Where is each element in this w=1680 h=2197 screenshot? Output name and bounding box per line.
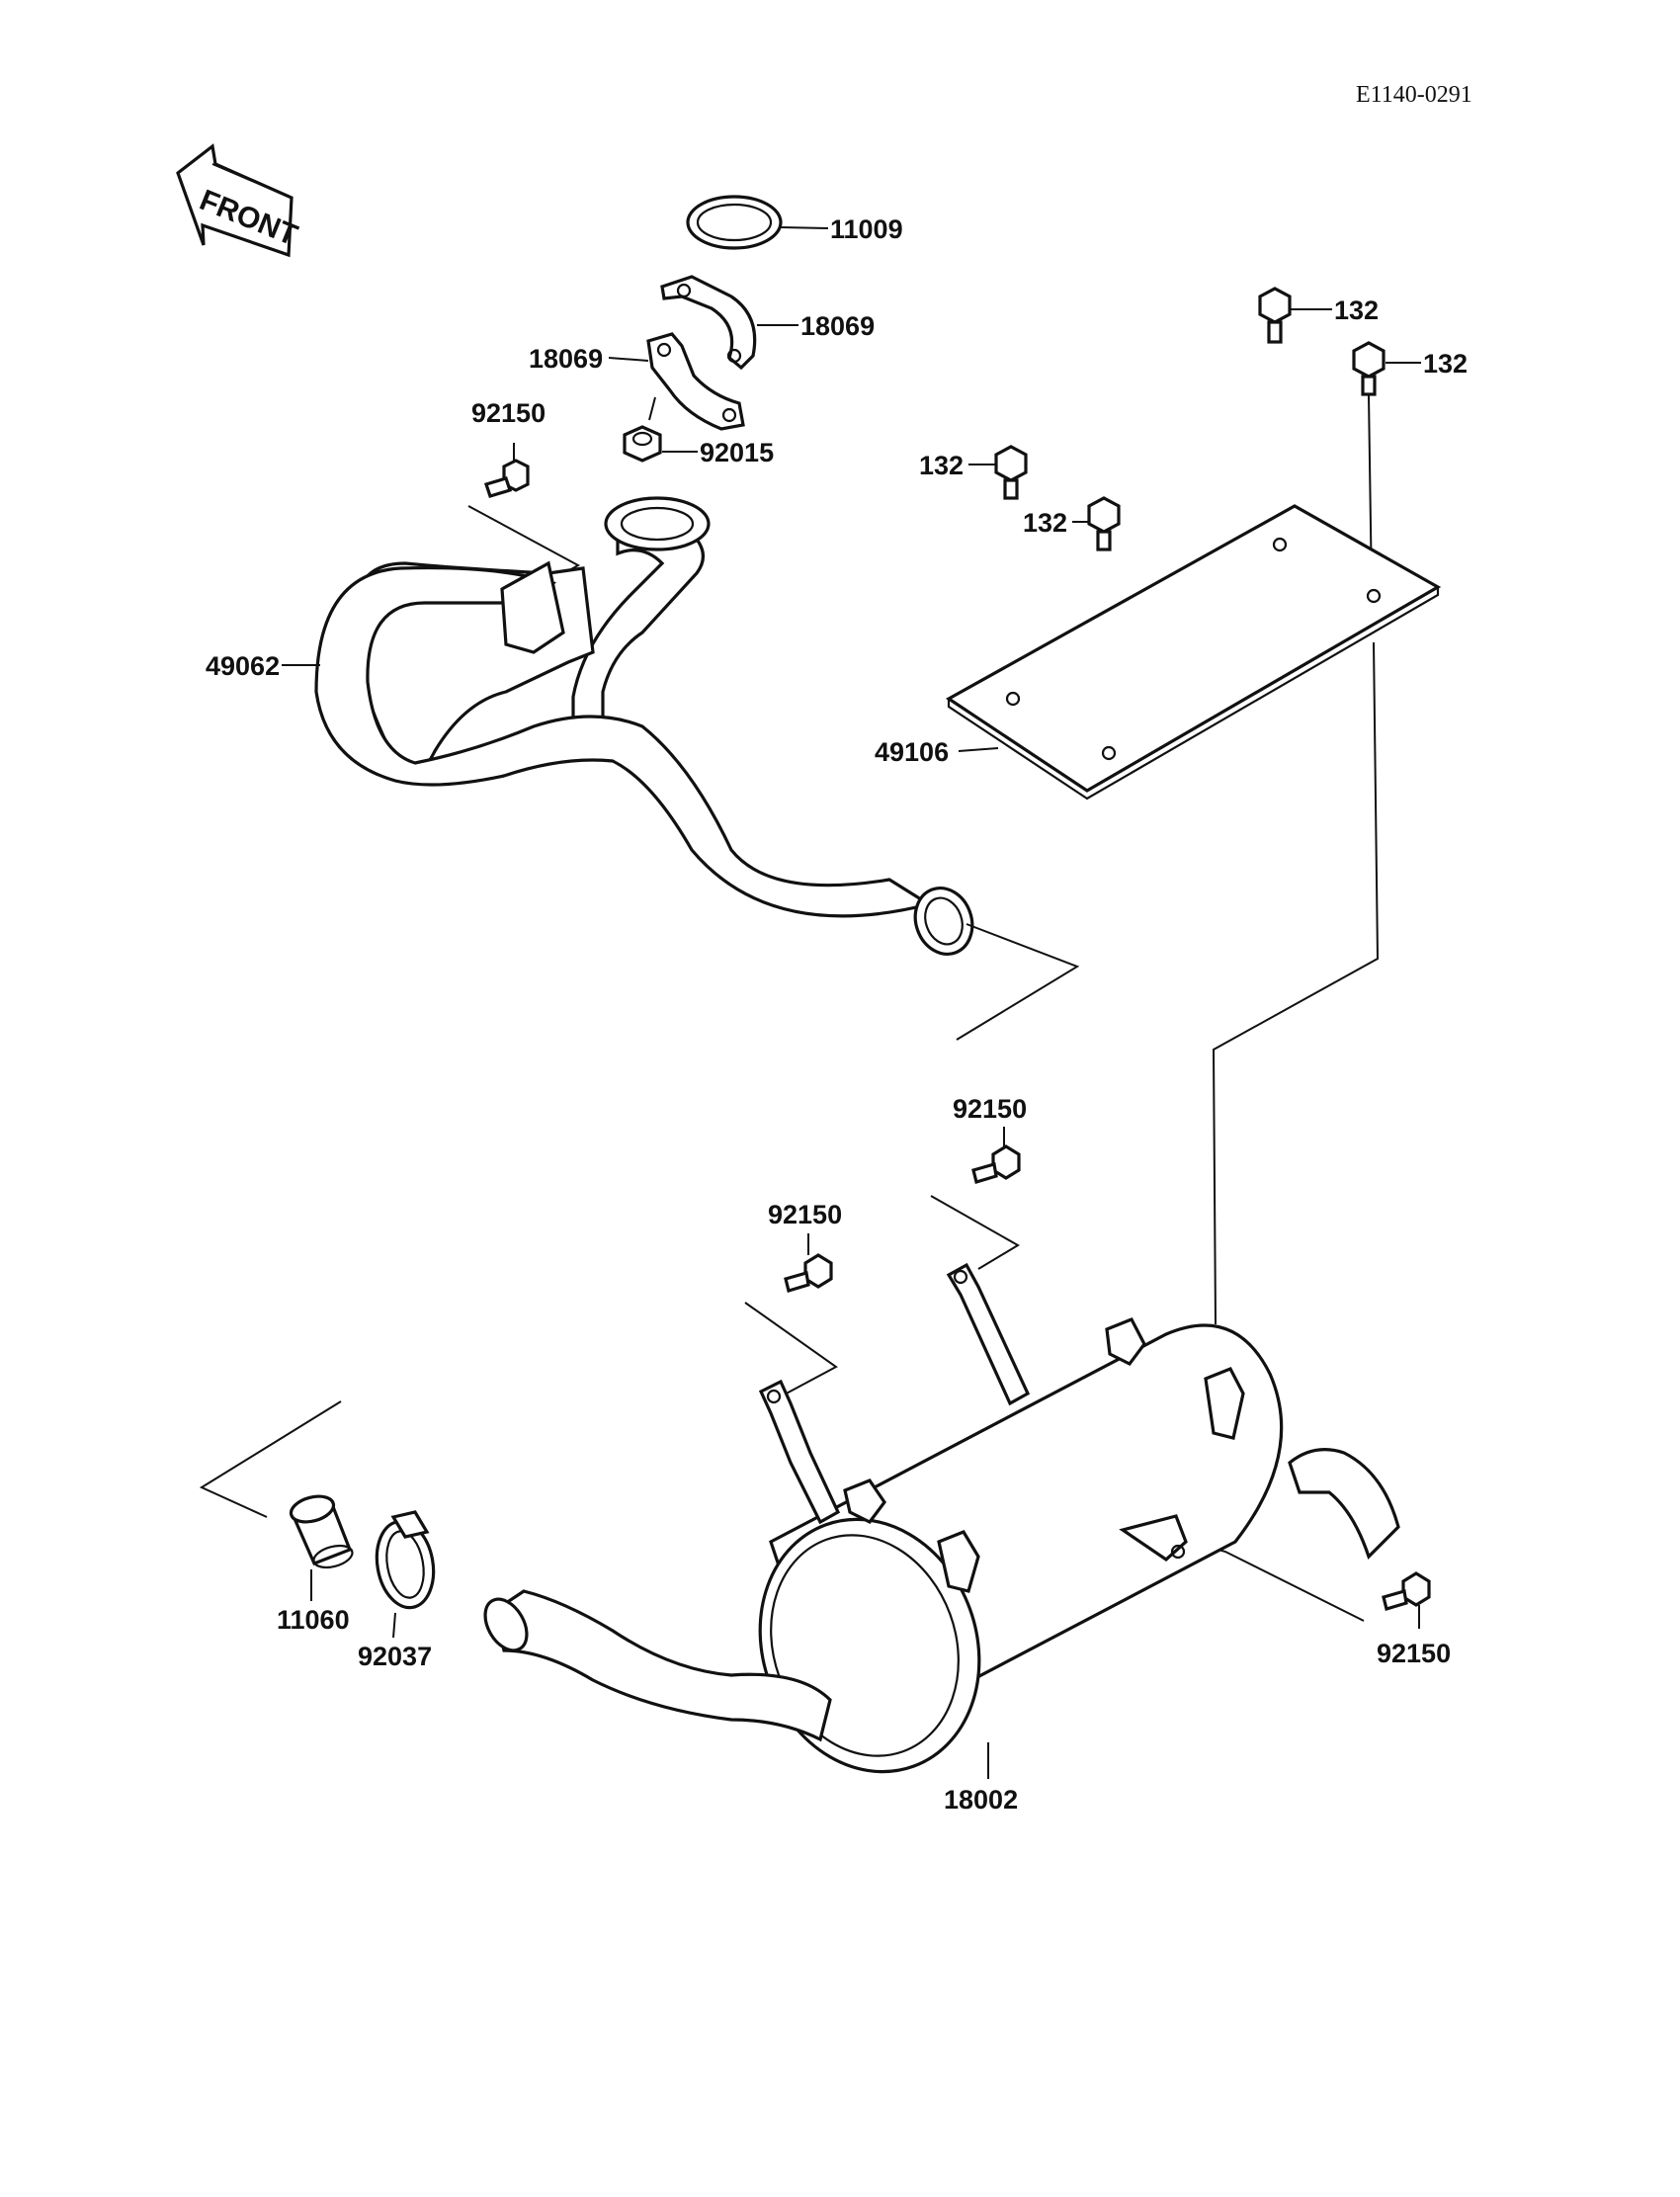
label-92037: 92037	[358, 1642, 432, 1671]
bolt-132-a-icon	[1258, 287, 1292, 344]
bolt-132-b-icon	[1352, 341, 1386, 396]
label-132-a: 132	[1334, 296, 1379, 325]
holder-18069-lower-icon	[646, 332, 745, 431]
label-132-d: 132	[1023, 508, 1067, 538]
bolt-92150-pipe-icon	[483, 459, 530, 498]
bolt-92150-mid-icon	[784, 1253, 833, 1294]
label-49062: 49062	[206, 651, 280, 681]
drawing-code: E1140-0291	[1356, 82, 1472, 108]
holder-18069-icon	[660, 275, 757, 371]
label-92150-top: 92150	[953, 1094, 1027, 1124]
bolt-132-c-icon	[994, 445, 1028, 500]
front-arrow-icon: FRONT	[176, 143, 302, 258]
clamp-92037-icon	[375, 1510, 436, 1610]
bolt-92150-top-icon	[971, 1144, 1021, 1185]
label-132-c: 132	[919, 451, 964, 480]
bolt-92150-right-icon	[1382, 1571, 1431, 1612]
label-92015: 92015	[700, 438, 774, 467]
bushing-11060-icon	[289, 1494, 354, 1569]
label-132-b: 132	[1423, 349, 1468, 379]
label-18069-upper: 18069	[800, 311, 875, 341]
label-18002: 18002	[944, 1785, 1018, 1815]
bolt-132-d-icon	[1087, 496, 1121, 551]
label-92150-mid: 92150	[768, 1200, 842, 1229]
label-11060: 11060	[277, 1605, 350, 1635]
label-18069-lower: 18069	[529, 344, 603, 374]
label-92150-pipe: 92150	[471, 398, 546, 428]
gasket-11009-icon	[686, 195, 783, 250]
nut-92015-icon	[623, 425, 662, 463]
label-92150-right: 92150	[1377, 1639, 1451, 1668]
label-49106: 49106	[875, 737, 949, 767]
label-11009: 11009	[830, 214, 903, 244]
muffler-18002-icon	[483, 1262, 1400, 1774]
exhaust-pipe-49062-icon	[314, 496, 974, 956]
plate-49106-icon	[945, 504, 1442, 801]
